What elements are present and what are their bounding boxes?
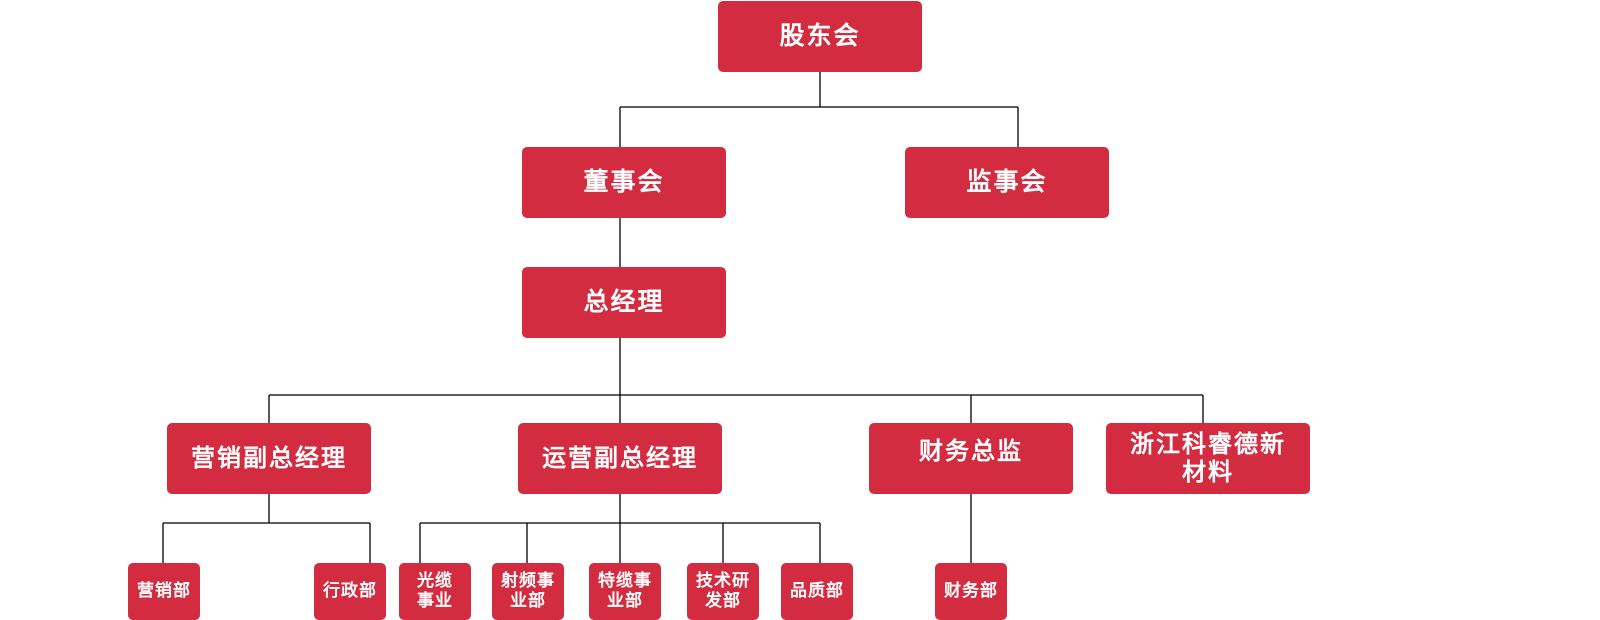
general-manager-box: 总经理: [522, 267, 726, 338]
rf-dept-box: 射频事业部: [492, 563, 564, 620]
shareholders-box: 股东会: [718, 1, 922, 72]
vp-operations-box: 运营副总经理: [518, 423, 722, 494]
rd-dept-box: 技术研发部: [687, 563, 759, 620]
admin-dept-box: 行政部: [314, 563, 386, 620]
vp-marketing-box: 营销副总经理: [167, 423, 371, 494]
quality-dept-box: 品质部: [781, 563, 853, 620]
supervisors-box: 监事会: [905, 147, 1109, 218]
subsidiary-box: 浙江科睿德新材料: [1106, 423, 1310, 494]
marketing-dept-box: 营销部: [128, 563, 200, 620]
special-cable-dept-box: 特缆事业部: [589, 563, 661, 620]
finance-dept-box: 财务部: [935, 563, 1007, 620]
optical-cable-dept-box: 光缆事业: [399, 563, 471, 620]
board-box: 董事会: [522, 147, 726, 218]
cfo-box: 财务总监: [869, 423, 1073, 494]
